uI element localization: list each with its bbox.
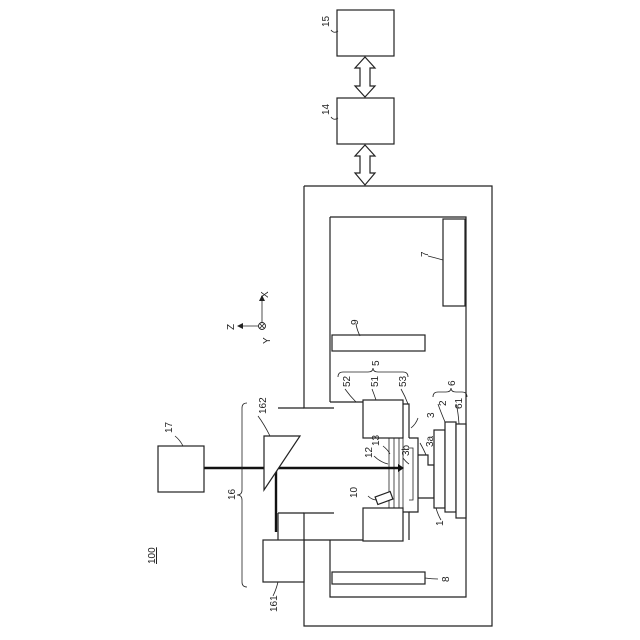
label-12: 12 <box>364 446 375 458</box>
label-100: 100 <box>147 547 158 564</box>
component-161 <box>263 540 304 596</box>
axis-label-z: Z <box>226 324 237 330</box>
label-51: 51 <box>370 375 381 387</box>
label-52: 52 <box>342 375 353 387</box>
double-arrow-14-housing <box>355 145 375 185</box>
label-16: 16 <box>227 488 238 500</box>
label-9: 9 <box>350 319 361 325</box>
component-7 <box>428 219 465 306</box>
component-9 <box>332 324 425 351</box>
label-61: 61 <box>454 397 465 409</box>
label-8: 8 <box>441 576 452 582</box>
block-15 <box>331 10 394 56</box>
brace-16 <box>237 403 247 587</box>
label-6: 6 <box>447 380 458 386</box>
label-5: 5 <box>371 360 382 366</box>
label-17: 17 <box>164 421 175 433</box>
label-7: 7 <box>420 251 431 257</box>
optical-unit-5 <box>330 400 418 541</box>
label-161: 161 <box>269 595 280 612</box>
prism-162 <box>258 416 300 490</box>
label-53: 53 <box>398 375 409 387</box>
brace-5 <box>338 368 408 377</box>
label-14: 14 <box>321 103 332 115</box>
block-14 <box>331 98 394 144</box>
label-162: 162 <box>258 397 269 414</box>
label-15: 15 <box>321 15 332 27</box>
axis-label-y: Y <box>262 337 273 344</box>
label-3: 3 <box>426 412 437 418</box>
label-3a: 3a <box>425 435 436 447</box>
label-2: 2 <box>438 400 449 406</box>
double-arrow-15-14 <box>355 57 375 97</box>
axes-indicator <box>237 295 266 330</box>
brace-6 <box>433 388 467 397</box>
label-3b: 3b <box>401 444 412 456</box>
axis-label-x: X <box>260 291 271 298</box>
label-13: 13 <box>371 434 382 446</box>
label-1: 1 <box>435 520 446 526</box>
label-10: 10 <box>349 486 360 498</box>
component-17 <box>158 436 204 492</box>
labels: 15 14 7 9 8 5 52 51 53 6 2 61 3 3a 3b 13… <box>147 15 465 612</box>
component-8 <box>332 572 438 584</box>
